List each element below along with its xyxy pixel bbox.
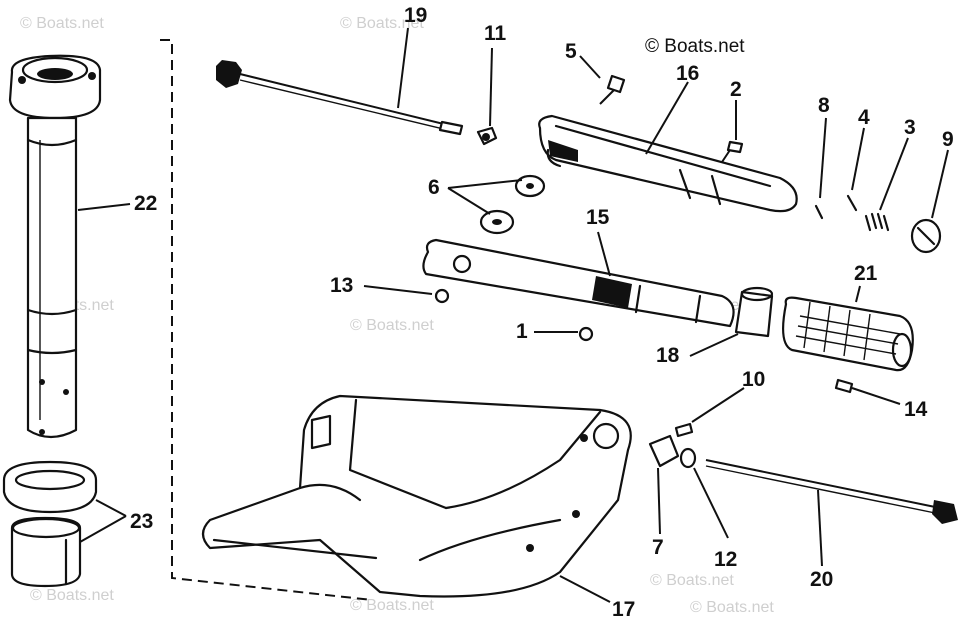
callout-23: 23 xyxy=(130,510,153,533)
part-9-cap xyxy=(910,218,942,254)
callout-5: 5 xyxy=(565,40,577,63)
assembly-dashed-line xyxy=(160,39,373,601)
part-17-bracket xyxy=(201,394,632,598)
part-22-steering-tube xyxy=(8,54,102,439)
callout-4: 4 xyxy=(858,106,870,129)
callout-8: 8 xyxy=(818,94,830,117)
part-2-screw xyxy=(721,140,744,163)
part-4-pin xyxy=(846,194,858,212)
part-6-washers xyxy=(479,174,546,235)
part-8-pin xyxy=(814,204,824,220)
part-5-screw xyxy=(599,74,626,105)
callout-15: 15 xyxy=(586,206,610,229)
part-23-bushings xyxy=(2,460,98,588)
part-1-nut xyxy=(578,326,594,342)
callout-20: 20 xyxy=(810,568,833,591)
callout-16: 16 xyxy=(676,62,699,85)
callout-17: 17 xyxy=(612,598,635,621)
callout-9: 9 xyxy=(942,128,954,151)
callout-22: 22 xyxy=(134,192,157,215)
callout-7: 7 xyxy=(652,536,664,559)
part-21-grip xyxy=(781,296,914,372)
watermark-8: © Boats.net xyxy=(650,572,734,589)
part-11-nut xyxy=(476,126,498,146)
part-13-nut xyxy=(434,288,450,304)
copyright-notice: © Boats.net xyxy=(645,36,745,57)
part-18-sleeve xyxy=(734,286,774,338)
part-14-screw xyxy=(834,378,854,394)
callout-11: 11 xyxy=(484,22,507,45)
watermark-9: © Boats.net xyxy=(690,599,774,616)
watermark-4: © Boats.net xyxy=(350,317,434,334)
callout-14: 14 xyxy=(904,398,928,421)
part-10-screw xyxy=(674,422,694,438)
callout-1: 1 xyxy=(516,320,528,343)
watermark-6: © Boats.net xyxy=(30,587,114,604)
watermark-1: © Boats.net xyxy=(20,15,104,32)
callout-13: 13 xyxy=(330,274,353,297)
leader-lines xyxy=(77,27,949,603)
watermark-7: © Boats.net xyxy=(350,597,434,614)
part-15-lower-arm xyxy=(422,238,735,328)
part-16-upper-arm xyxy=(538,114,798,213)
callout-6: 6 xyxy=(428,176,440,199)
callout-18: 18 xyxy=(656,344,680,367)
watermark-2: © Boats.net xyxy=(340,15,424,32)
callout-12: 12 xyxy=(714,548,737,571)
part-7-block xyxy=(648,434,680,468)
callout-3: 3 xyxy=(904,116,916,139)
callout-2: 2 xyxy=(730,78,742,101)
callout-19: 19 xyxy=(404,4,427,27)
part-12-washer xyxy=(679,447,697,469)
part-3-spring xyxy=(864,212,890,232)
part-20-rod xyxy=(705,459,958,524)
callout-21: 21 xyxy=(854,262,878,285)
callout-10: 10 xyxy=(742,368,765,391)
part-19-rod xyxy=(216,60,464,136)
callout-numbers: 19 11 5 16 2 8 4 3 9 6 15 21 13 1 18 10 … xyxy=(130,4,954,621)
